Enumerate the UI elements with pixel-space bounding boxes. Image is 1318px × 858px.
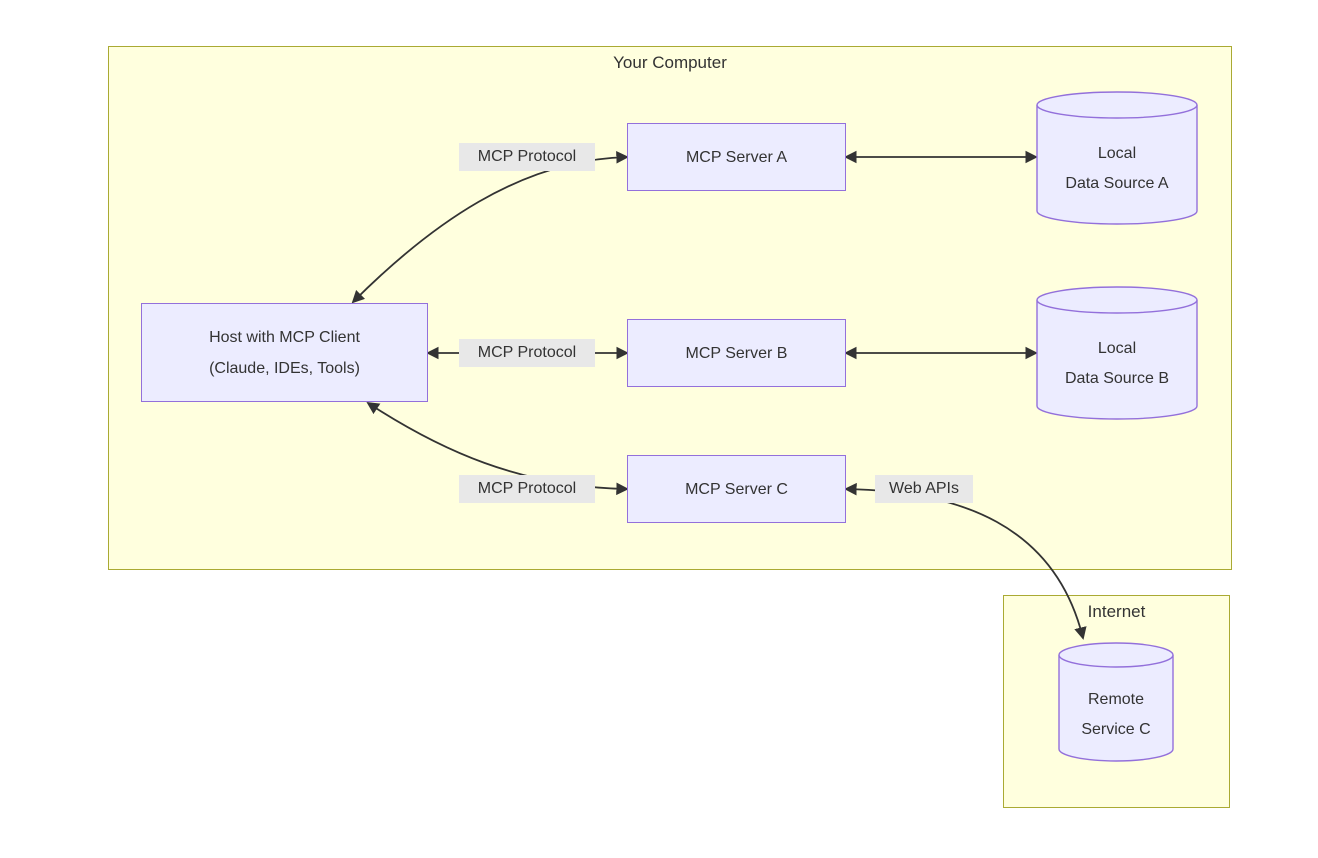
edge-label-web-apis: Web APIs [875, 475, 973, 503]
cluster-internet-title: Internet [1087, 602, 1146, 621]
node-local-data-source-a-line1: Local [1097, 145, 1137, 162]
node-local-data-source-a-line2: Data Source A [1065, 175, 1169, 192]
node-mcp-server-c: MCP Server C [627, 455, 846, 523]
node-local-data-source-a: Local Data Source A [1036, 91, 1198, 225]
node-host-line2: (Claude, IDEs, Tools) [209, 359, 360, 377]
node-remote-service-c: Remote Service C [1058, 642, 1174, 762]
database-cylinder-icon [1036, 286, 1198, 420]
node-host: Host with MCP Client (Claude, IDEs, Tool… [141, 303, 428, 402]
edge-label-mcp-protocol-a: MCP Protocol [459, 143, 595, 171]
node-host-line1: Host with MCP Client [209, 328, 360, 346]
node-remote-service-c-line2: Service C [1081, 721, 1151, 738]
cluster-your-computer-title: Your Computer [613, 53, 727, 72]
node-local-data-source-b-line1: Local [1097, 340, 1137, 357]
node-local-data-source-b-line2: Data Source B [1064, 370, 1170, 387]
node-mcp-server-a-label: MCP Server A [685, 148, 788, 166]
node-mcp-server-b: MCP Server B [627, 319, 846, 387]
database-cylinder-icon [1058, 642, 1174, 762]
node-mcp-server-a: MCP Server A [627, 123, 846, 191]
database-cylinder-icon [1036, 91, 1198, 225]
edge-label-mcp-protocol-c: MCP Protocol [459, 475, 595, 503]
node-mcp-server-c-label: MCP Server C [685, 480, 788, 498]
edge-label-mcp-protocol-b: MCP Protocol [459, 339, 595, 367]
node-remote-service-c-line1: Remote [1087, 691, 1145, 708]
node-mcp-server-b-label: MCP Server B [685, 344, 788, 362]
node-local-data-source-b: Local Data Source B [1036, 286, 1198, 420]
